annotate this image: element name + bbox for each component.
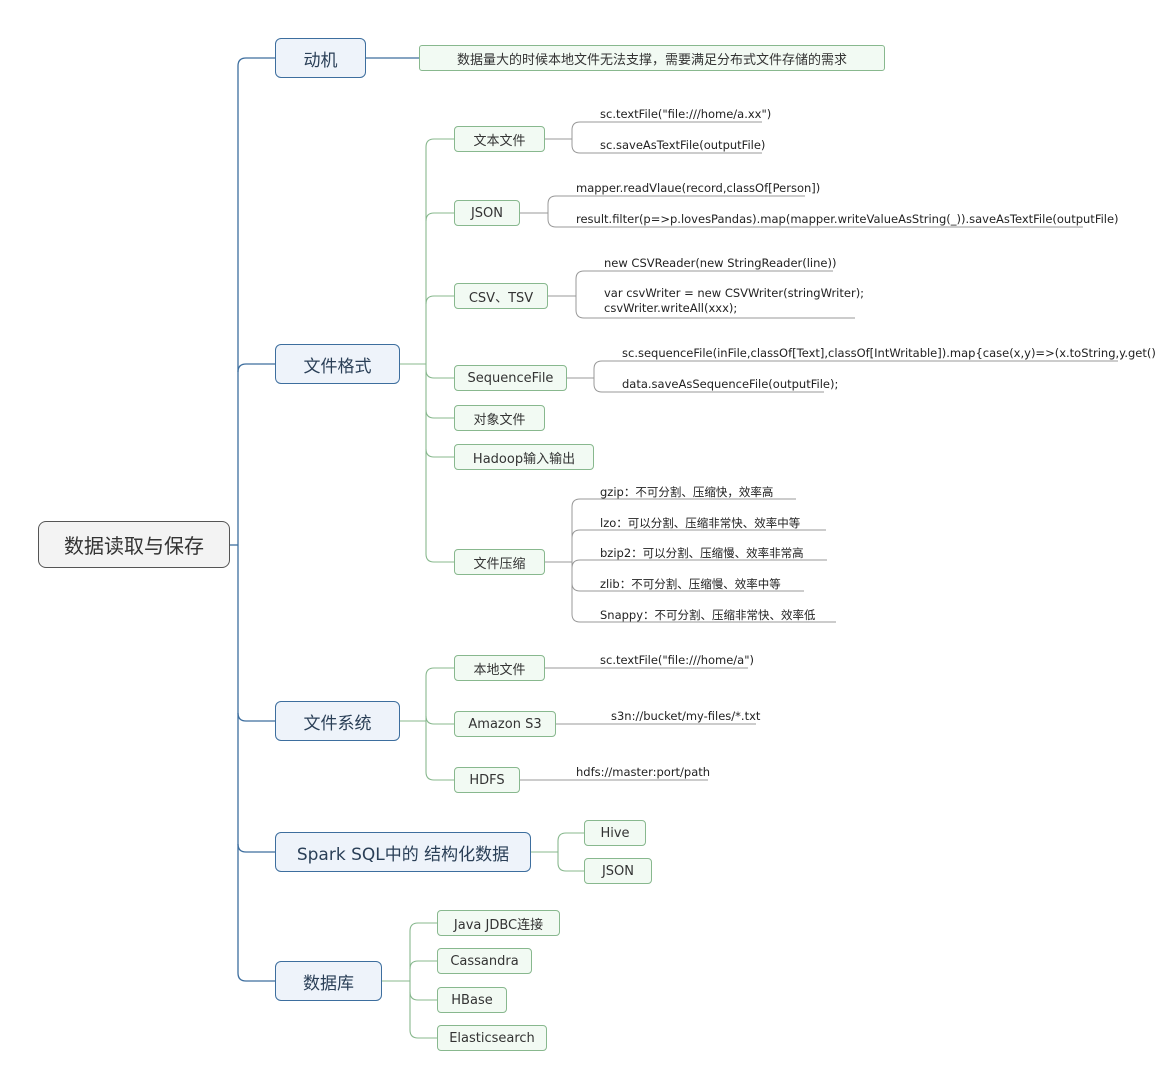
- subtopic-hadoop-io[interactable]: Hadoop输入输出: [454, 444, 594, 470]
- subtopic-json[interactable]: JSON: [454, 200, 520, 226]
- leaf-json-read[interactable]: mapper.readVlaue(record,classOf[Person]): [576, 181, 821, 195]
- topic-motivation[interactable]: 动机: [275, 38, 366, 78]
- subtopic-local-file[interactable]: 本地文件: [454, 655, 545, 681]
- subtopic-hive[interactable]: Hive: [584, 820, 646, 846]
- leaf-local-path[interactable]: sc.textFile("file:///home/a"): [600, 653, 754, 667]
- leaf-lzo[interactable]: lzo：可以分割、压缩非常快、效率中等: [600, 516, 801, 530]
- leaf-snappy[interactable]: Snappy：不可分割、压缩非常快、效率低: [600, 608, 816, 622]
- subtopic-sql-json[interactable]: JSON: [584, 858, 652, 884]
- leaf-s3-path[interactable]: s3n://bucket/my-files/*.txt: [611, 709, 761, 723]
- subtopic-sequencefile[interactable]: SequenceFile: [454, 365, 567, 391]
- leaf-csv-write[interactable]: var csvWriter = new CSVWriter(stringWrit…: [604, 286, 864, 316]
- leaf-csv-write-line1: var csvWriter = new CSVWriter(stringWrit…: [604, 286, 865, 300]
- subtopic-hdfs[interactable]: HDFS: [454, 767, 520, 793]
- leaf-csv-write-line2: csvWriter.writeAll(xxx);: [604, 301, 738, 315]
- motivation-note[interactable]: 数据量大的时候本地文件无法支撑，需要满足分布式文件存储的需求: [419, 45, 885, 71]
- root-topic[interactable]: 数据读取与保存: [38, 521, 230, 568]
- leaf-zlib[interactable]: zlib：不可分割、压缩慢、效率中等: [600, 577, 781, 591]
- leaf-seq-write[interactable]: data.saveAsSequenceFile(outputFile);: [622, 377, 839, 391]
- leaf-csv-read[interactable]: new CSVReader(new StringReader(line)): [604, 256, 837, 270]
- subtopic-csv-tsv[interactable]: CSV、TSV: [454, 283, 548, 309]
- leaf-bzip2[interactable]: bzip2：可以分割、压缩慢、效率非常高: [600, 546, 804, 560]
- subtopic-hbase[interactable]: HBase: [437, 987, 507, 1013]
- topic-databases[interactable]: 数据库: [275, 961, 382, 1001]
- topic-file-formats[interactable]: 文件格式: [275, 344, 400, 384]
- subtopic-java-jdbc[interactable]: Java JDBC连接: [437, 910, 560, 936]
- topic-file-systems[interactable]: 文件系统: [275, 701, 400, 741]
- leaf-json-write[interactable]: result.filter(p=>p.lovesPandas).map(mapp…: [576, 212, 1119, 226]
- subtopic-amazon-s3[interactable]: Amazon S3: [454, 711, 556, 737]
- leaf-text-read[interactable]: sc.textFile("file:///home/a.xx"): [600, 107, 772, 121]
- topic-spark-sql[interactable]: Spark SQL中的 结构化数据: [275, 832, 531, 872]
- subtopic-elasticsearch[interactable]: Elasticsearch: [437, 1025, 547, 1051]
- subtopic-text-file[interactable]: 文本文件: [454, 126, 545, 152]
- leaf-gzip[interactable]: gzip：不可分割、压缩快，效率高: [600, 485, 774, 499]
- subtopic-compression[interactable]: 文件压缩: [454, 549, 545, 575]
- subtopic-cassandra[interactable]: Cassandra: [437, 948, 532, 974]
- subtopic-object-file[interactable]: 对象文件: [454, 405, 545, 431]
- leaf-seq-read[interactable]: sc.sequenceFile(inFile,classOf[Text],cla…: [622, 346, 1156, 360]
- leaf-text-write[interactable]: sc.saveAsTextFile(outputFile): [600, 138, 766, 152]
- leaf-hdfs-path[interactable]: hdfs://master:port/path: [576, 765, 711, 779]
